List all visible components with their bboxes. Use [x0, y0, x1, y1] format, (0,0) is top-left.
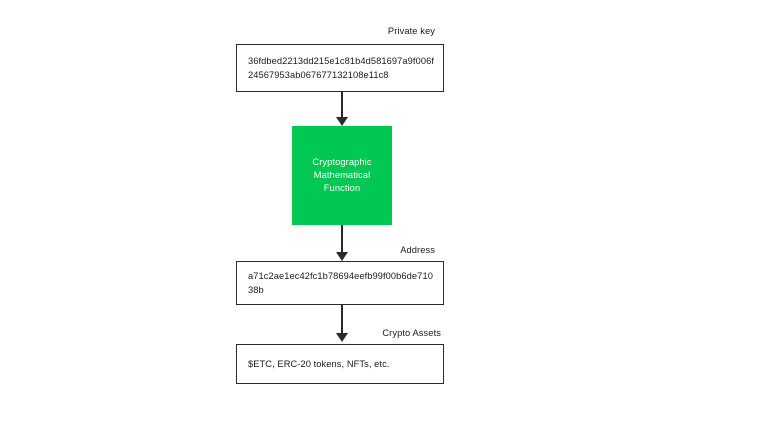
private-key-label: Private key — [387, 26, 435, 36]
cryptographic-function-label: Cryptographic Mathematical Function — [312, 157, 372, 193]
crypto-assets-label: Crypto Assets — [382, 328, 441, 338]
address-value: a71c2ae1ec42fc1b78694eefb99f00b6de71038b — [248, 271, 433, 295]
address-label: Address — [400, 245, 435, 255]
private-key-value: 36fdbed2213dd215e1c81b4d581697a9f006f245… — [248, 56, 434, 80]
private-key-box: 36fdbed2213dd215e1c81b4d581697a9f006f245… — [236, 44, 444, 92]
arrow-down-icon — [336, 333, 348, 342]
address-box: a71c2ae1ec42fc1b78694eefb99f00b6de71038b — [236, 261, 444, 305]
connector-function-to-address — [341, 225, 343, 253]
connector-address-to-assets — [341, 305, 343, 334]
arrow-down-icon — [336, 252, 348, 261]
connector-private-key-to-function — [341, 92, 343, 118]
cryptographic-function-box: Cryptographic Mathematical Function — [292, 126, 392, 225]
crypto-assets-box: $ETC, ERC-20 tokens, NFTs, etc. — [236, 344, 444, 384]
arrow-down-icon — [336, 117, 348, 126]
crypto-assets-value: $ETC, ERC-20 tokens, NFTs, etc. — [248, 359, 390, 369]
